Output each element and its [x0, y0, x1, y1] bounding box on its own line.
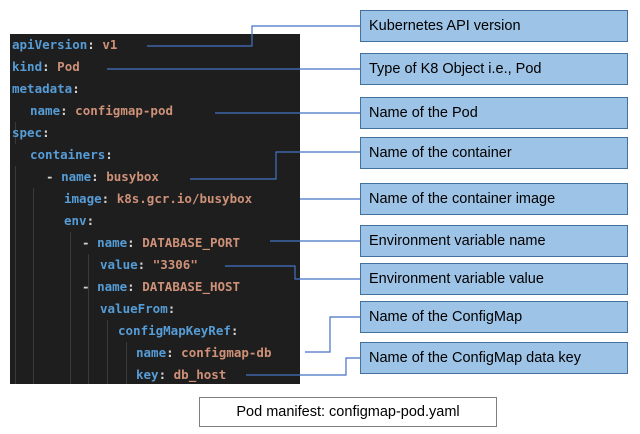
- yaml-line-metadata: metadata:: [12, 78, 80, 100]
- connector-configmap-key: [246, 357, 360, 376]
- yaml-key: kind: [12, 59, 43, 74]
- yaml-line-spec: spec:: [12, 122, 50, 144]
- yaml-line-kind: kind: Pod: [12, 56, 80, 78]
- yaml-line-valuefrom: valueFrom:: [100, 298, 175, 320]
- yaml-key: name: [97, 235, 128, 250]
- yaml-value: db_host: [173, 367, 227, 382]
- indent-guide: [15, 122, 16, 144]
- indent-guide: [70, 232, 71, 384]
- annotation-object-type: Type of K8 Object i.e., Pod: [360, 53, 628, 85]
- yaml-colon: :: [105, 147, 113, 162]
- yaml-key: name: [97, 279, 128, 294]
- yaml-key: name: [136, 345, 167, 360]
- yaml-line-env: env:: [64, 210, 94, 232]
- annotation-text: Kubernetes API version: [369, 18, 521, 34]
- yaml-colon: :: [230, 323, 239, 338]
- yaml-colon: :: [127, 235, 143, 250]
- yaml-colon: :: [42, 125, 50, 140]
- yaml-value: configmap-db: [181, 345, 272, 360]
- yaml-colon: :: [158, 367, 174, 382]
- annotation-text: Environment variable value: [369, 271, 544, 287]
- annotation-text: Name of the Pod: [369, 105, 478, 121]
- yaml-key: spec: [12, 125, 43, 140]
- yaml-key: name: [61, 169, 92, 184]
- annotation-pod-name: Name of the Pod: [360, 97, 628, 129]
- yaml-colon: :: [137, 257, 153, 272]
- yaml-key: key: [136, 367, 159, 382]
- yaml-colon: :: [42, 59, 58, 74]
- yaml-line-env-value: value: "3306": [100, 254, 198, 276]
- yaml-code-panel: apiVersion: v1 kind: Pod metadata: name:…: [10, 34, 300, 384]
- yaml-colon: :: [72, 81, 80, 96]
- caption-text: Pod manifest: configmap-pod.yaml: [236, 404, 460, 420]
- yaml-key: name: [30, 103, 61, 118]
- yaml-colon: :: [101, 191, 117, 206]
- annotation-text: Type of K8 Object i.e., Pod: [369, 61, 542, 77]
- yaml-key: valueFrom: [100, 301, 168, 316]
- indent-guide: [107, 320, 108, 384]
- yaml-line-configmap-name: name: configmap-db: [136, 342, 271, 364]
- indent-guide: [126, 342, 127, 384]
- yaml-key: containers: [30, 147, 106, 162]
- yaml-colon: :: [166, 345, 182, 360]
- annotation-text: Name of the container: [369, 145, 512, 161]
- annotation-env-value: Environment variable value: [360, 263, 628, 295]
- yaml-key: metadata: [12, 81, 73, 96]
- yaml-value: "3306": [152, 257, 198, 272]
- connector-api-version: [147, 25, 360, 47]
- yaml-line-env-name-2: - name: DATABASE_HOST: [82, 276, 240, 298]
- yaml-dash: -: [46, 169, 62, 184]
- yaml-line-configmap-key: key: db_host: [136, 364, 226, 386]
- yaml-dash: -: [82, 279, 98, 294]
- connector-env-value: [225, 265, 360, 280]
- yaml-line-containers: containers:: [30, 144, 113, 166]
- annotation-env-name: Environment variable name: [360, 225, 628, 257]
- figure-caption: Pod manifest: configmap-pod.yaml: [199, 397, 497, 427]
- yaml-line-container-name: - name: busybox: [46, 166, 159, 188]
- yaml-key: image: [64, 191, 102, 206]
- annotation-text: Environment variable name: [369, 233, 546, 249]
- yaml-line-configmapkeyref: configMapKeyRef:: [118, 320, 238, 342]
- connector-container-name: [190, 151, 360, 180]
- annotation-text: Name of the container image: [369, 191, 556, 207]
- yaml-key: value: [100, 257, 138, 272]
- yaml-colon: :: [127, 279, 143, 294]
- yaml-dash: -: [82, 235, 98, 250]
- yaml-colon: :: [91, 169, 107, 184]
- annotation-configmap-key: Name of the ConfigMap data key: [360, 342, 628, 374]
- indent-guide: [15, 166, 16, 384]
- yaml-key: configMapKeyRef: [118, 323, 231, 338]
- annotation-container-name: Name of the container: [360, 137, 628, 169]
- yaml-value: k8s.gcr.io/busybox: [116, 191, 253, 206]
- yaml-colon: :: [86, 213, 95, 228]
- yaml-colon: :: [87, 37, 103, 52]
- yaml-value: v1: [102, 37, 118, 52]
- yaml-line-apiversion: apiVersion: v1: [12, 34, 117, 56]
- yaml-value: configmap-pod: [75, 103, 174, 118]
- yaml-value: DATABASE_HOST: [142, 279, 241, 294]
- yaml-line-image: image: k8s.gcr.io/busybox: [64, 188, 252, 210]
- yaml-line-env-name-1: - name: DATABASE_PORT: [82, 232, 240, 254]
- yaml-value: DATABASE_PORT: [142, 235, 241, 250]
- indent-guide: [88, 254, 89, 384]
- yaml-key: env: [64, 213, 87, 228]
- yaml-key: apiVersion: [12, 37, 88, 52]
- yaml-value: busybox: [106, 169, 159, 184]
- annotation-configmap-name: Name of the ConfigMap: [360, 301, 628, 333]
- yaml-colon: :: [60, 103, 76, 118]
- indent-guide: [33, 188, 34, 384]
- annotation-text: Name of the ConfigMap data key: [369, 350, 581, 366]
- annotation-container-image: Name of the container image: [360, 183, 628, 215]
- yaml-line-pod-name: name: configmap-pod: [30, 100, 173, 122]
- yaml-colon: :: [167, 301, 176, 316]
- annotation-text: Name of the ConfigMap: [369, 309, 523, 325]
- yaml-value: Pod: [57, 59, 80, 74]
- connector-configmap: [305, 316, 360, 353]
- annotation-api-version: Kubernetes API version: [360, 10, 628, 42]
